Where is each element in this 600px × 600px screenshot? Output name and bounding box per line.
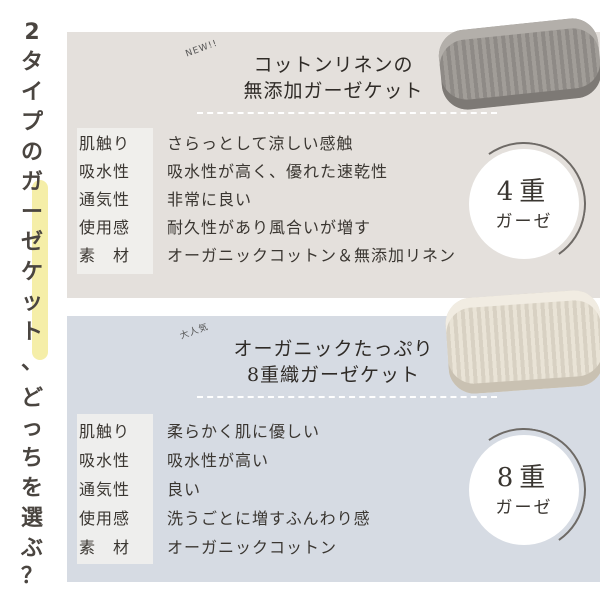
vertical-headline: 2 タ イ プ の ガ ー ゼ ケ ッ ト 、 ど っ ち を 選 ぶ ？ <box>12 20 52 588</box>
headline-char: を <box>20 476 43 501</box>
product-panel-organic: 大人気 オーガニックたっぷり 8重織ガーゼケット 肌触り 柔らかく肌に優しい 吸… <box>67 288 600 582</box>
headline-char: ッ <box>20 290 43 315</box>
spec-value: 良い <box>167 480 202 499</box>
headline-char: ？ <box>20 564 43 589</box>
layer-badge: 8重 ガーゼ <box>469 435 579 545</box>
headline-char: ち <box>20 446 43 471</box>
product-heading-line1: コットンリネンの <box>253 54 414 76</box>
headline-char: 選 <box>20 506 43 531</box>
headline-char: ケ <box>20 260 43 285</box>
label-column-bg <box>77 128 153 274</box>
headline-char: 、 <box>20 350 43 375</box>
spec-label: 使用感 <box>79 509 131 528</box>
spec-value: オーガニックコットン <box>167 538 338 557</box>
spec-label: 通気性 <box>79 480 131 499</box>
layer-badge: 4重 ガーゼ <box>469 149 579 259</box>
badge-label: ガーゼ <box>495 212 553 232</box>
product-heading-line2: 8重織ガーゼケット <box>246 364 421 386</box>
spec-label: 素 材 <box>79 246 131 265</box>
spec-label: 通気性 <box>79 190 131 209</box>
headline-char: ゼ <box>20 230 43 255</box>
spec-value: 非常に良い <box>167 190 253 209</box>
divider <box>197 112 497 114</box>
spec-value: 洗うごとに増すふんわり感 <box>167 509 371 528</box>
spec-label: 使用感 <box>79 218 131 237</box>
headline-char: プ <box>20 110 43 135</box>
headline-char: ぶ <box>20 536 43 561</box>
spec-value: さらっとして涼しい感触 <box>167 134 354 153</box>
spec-value: オーガニックコットン＆無添加リネン <box>167 246 457 265</box>
label-column-bg <box>77 414 153 564</box>
product-panel-cotton-linen: NEW!! コットンリネンの 無添加ガーゼケット 肌触り さらっとして涼しい感触… <box>67 15 600 298</box>
product-heading-line2: 無添加ガーゼケット <box>243 80 424 102</box>
headline-char: ト <box>20 320 43 345</box>
spec-label: 肌触り <box>79 134 131 153</box>
spec-label: 肌触り <box>79 422 131 441</box>
headline-char: 2 <box>24 20 40 45</box>
headline-char: の <box>20 140 43 165</box>
headline-char: っ <box>20 416 43 441</box>
headline-char: イ <box>20 80 43 105</box>
spec-value: 吸水性が高く、優れた速乾性 <box>167 162 389 181</box>
spec-value: 耐久性があり風合いが増す <box>167 218 372 237</box>
product-heading-line1: オーガニックたっぷり <box>233 338 434 360</box>
divider <box>197 396 497 398</box>
headline-char: ー <box>20 200 43 225</box>
spec-label: 素 材 <box>79 538 131 557</box>
badge-number: 4重 <box>496 177 552 207</box>
spec-label: 吸水性 <box>79 451 131 470</box>
badge-number: 8重 <box>496 463 552 493</box>
spec-value: 柔らかく肌に優しい <box>167 422 321 441</box>
spec-value: 吸水性が高い <box>167 451 270 470</box>
headline-char: ガ <box>20 170 43 195</box>
headline-char: ど <box>20 386 43 411</box>
headline-highlight <box>32 180 48 360</box>
badge-label: ガーゼ <box>495 498 553 518</box>
headline-char: タ <box>20 50 43 75</box>
spec-label: 吸水性 <box>79 162 131 181</box>
